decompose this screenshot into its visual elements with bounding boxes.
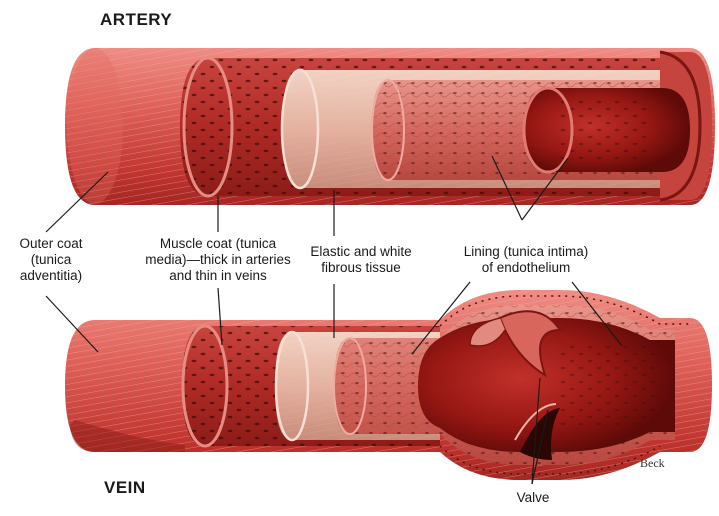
artery-vessel [65, 48, 715, 205]
artist-signature: Beck [640, 456, 665, 471]
label-outer-coat-line-3: adventitia) [6, 268, 96, 284]
label-muscle-coat: Muscle coat (tunica media)—thick in arte… [138, 236, 298, 284]
label-muscle-coat-line-1: Muscle coat (tunica [138, 236, 298, 252]
artery-title: ARTERY [100, 10, 172, 30]
vein-title: VEIN [104, 478, 146, 498]
label-elastic: Elastic and white fibrous tissue [296, 244, 426, 276]
label-muscle-coat-line-3: and thin in veins [138, 268, 298, 284]
vein-vessel [65, 290, 712, 480]
label-elastic-line-1: Elastic and white [296, 244, 426, 260]
label-elastic-line-2: fibrous tissue [296, 260, 426, 276]
label-lining: Lining (tunica intima) of endothelium [446, 244, 606, 276]
artery-lumen [524, 88, 690, 172]
label-outer-coat-line-1: Outer coat [6, 236, 96, 252]
label-outer-coat: Outer coat (tunica adventitia) [6, 236, 96, 284]
label-valve: Valve [510, 490, 556, 506]
label-muscle-coat-line-2: media)—thick in arteries [138, 252, 298, 268]
label-lining-line-2: of endothelium [446, 260, 606, 276]
label-outer-coat-line-2: (tunica [6, 252, 96, 268]
label-lining-line-1: Lining (tunica intima) [446, 244, 606, 260]
